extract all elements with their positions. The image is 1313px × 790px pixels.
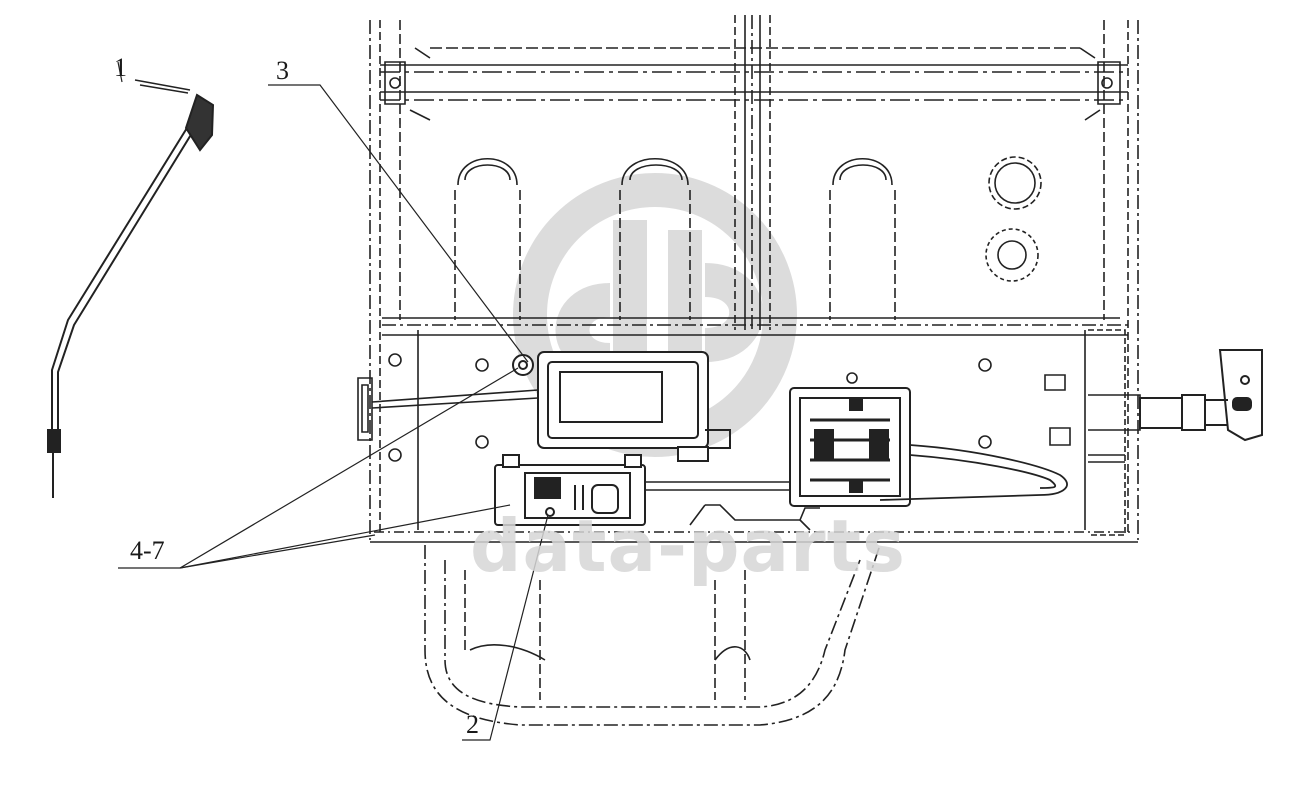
relay-fuse-wire — [645, 481, 790, 491]
fuse-block — [789, 387, 911, 507]
watermark-text: data-parts — [470, 504, 906, 588]
harness-cable — [879, 444, 1068, 501]
plug-connector — [1139, 349, 1263, 442]
leader-lines — [117, 61, 549, 741]
callout-4-7: 4-7 — [130, 536, 165, 565]
component-3-box — [512, 351, 731, 462]
callout-2: 2 — [466, 710, 479, 739]
component-3-cable — [371, 389, 539, 409]
component-2-relay — [494, 454, 646, 526]
callout-1: 1 — [114, 53, 127, 82]
callout-3: 3 — [276, 56, 289, 85]
component-1-probe — [47, 79, 215, 498]
frame-outline — [357, 15, 1141, 726]
